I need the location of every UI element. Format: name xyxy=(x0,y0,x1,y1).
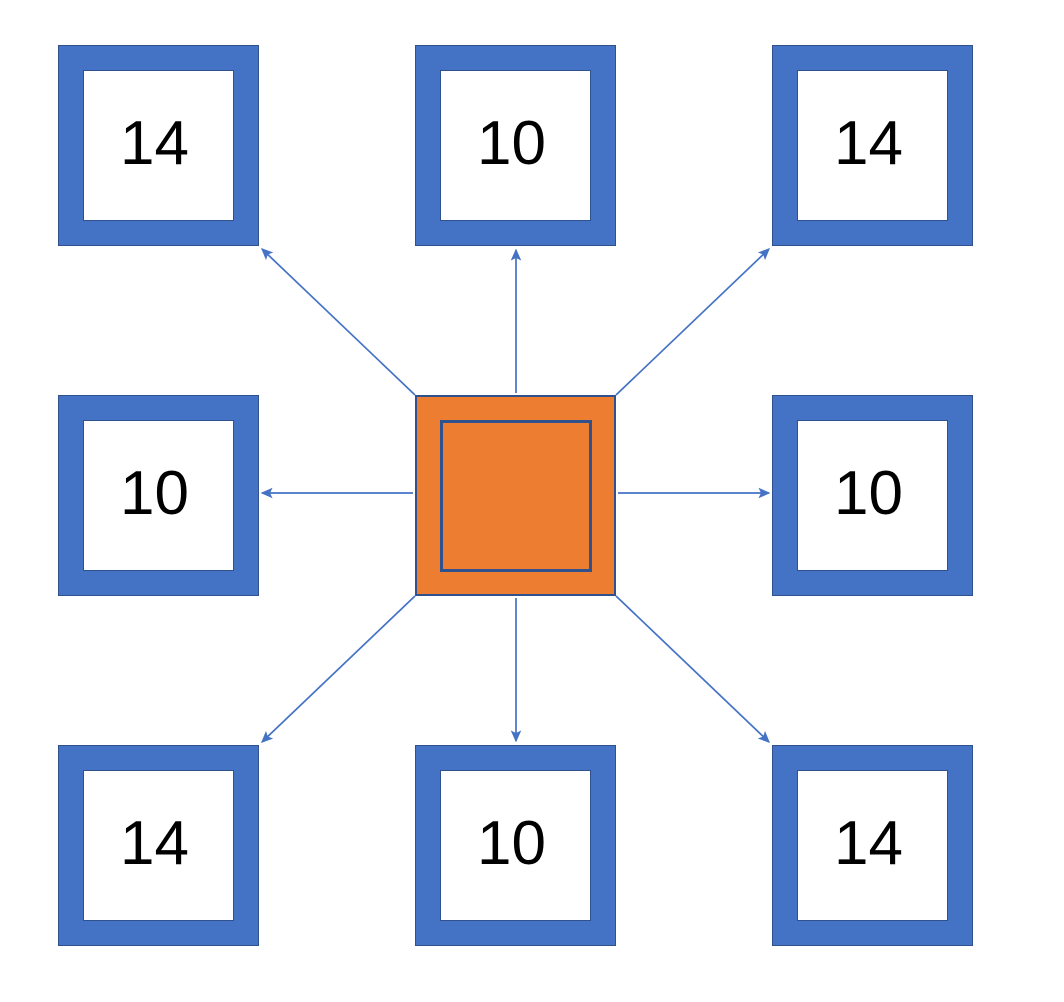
arrow-to-top-left xyxy=(261,248,416,396)
node-middle-left[interactable]: 10 xyxy=(58,395,259,596)
node-value-label: 10 xyxy=(834,458,903,528)
node-value-label: 10 xyxy=(477,808,546,878)
arrow-to-top-right xyxy=(615,248,770,396)
arrow-to-bottom-right xyxy=(615,595,770,743)
node-value-label: 14 xyxy=(834,808,903,878)
node-top-left[interactable]: 14 xyxy=(58,45,259,246)
node-face: 10 xyxy=(797,420,948,571)
node-face: 14 xyxy=(83,770,234,921)
node-bottom-right[interactable]: 14 xyxy=(772,745,973,946)
node-value-label: 10 xyxy=(477,108,546,178)
center-inner-square xyxy=(439,419,592,572)
node-value-label: 14 xyxy=(120,108,189,178)
node-face: 10 xyxy=(440,70,591,221)
node-top-center[interactable]: 10 xyxy=(415,45,616,246)
arrow-to-bottom-left xyxy=(261,595,416,743)
node-value-label: 14 xyxy=(120,808,189,878)
node-face: 14 xyxy=(797,770,948,921)
node-middle-right[interactable]: 10 xyxy=(772,395,973,596)
node-face: 10 xyxy=(440,770,591,921)
node-face: 10 xyxy=(83,420,234,571)
node-bottom-left[interactable]: 14 xyxy=(58,745,259,946)
node-top-right[interactable]: 14 xyxy=(772,45,973,246)
node-bottom-center[interactable]: 10 xyxy=(415,745,616,946)
node-face: 14 xyxy=(797,70,948,221)
node-face: 14 xyxy=(83,70,234,221)
node-value-label: 14 xyxy=(834,108,903,178)
center-node[interactable] xyxy=(415,395,616,596)
node-value-label: 10 xyxy=(120,458,189,528)
